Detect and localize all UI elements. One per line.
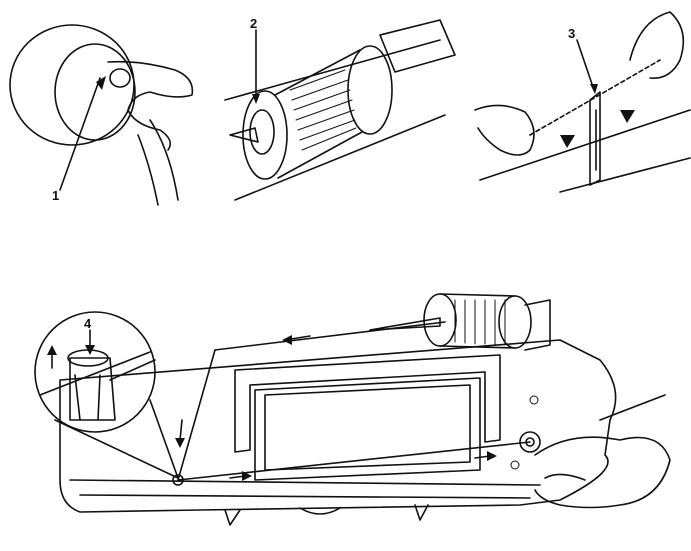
label-2: 2 xyxy=(250,16,257,31)
label-3: 3 xyxy=(568,26,575,41)
panel-1-spool-cap: 1 xyxy=(9,24,194,206)
panel-3-thread-guide: 3 xyxy=(474,11,691,193)
label-4: 4 xyxy=(84,316,92,331)
panel-2-spool-on-pin: 2 xyxy=(224,16,456,201)
pointer-line-3 xyxy=(576,39,595,91)
inset-thread-guide-detail: 4 xyxy=(34,311,179,479)
pointer-line-1 xyxy=(59,77,101,191)
label-1: 1 xyxy=(52,188,59,203)
machine-top-view xyxy=(59,293,671,526)
